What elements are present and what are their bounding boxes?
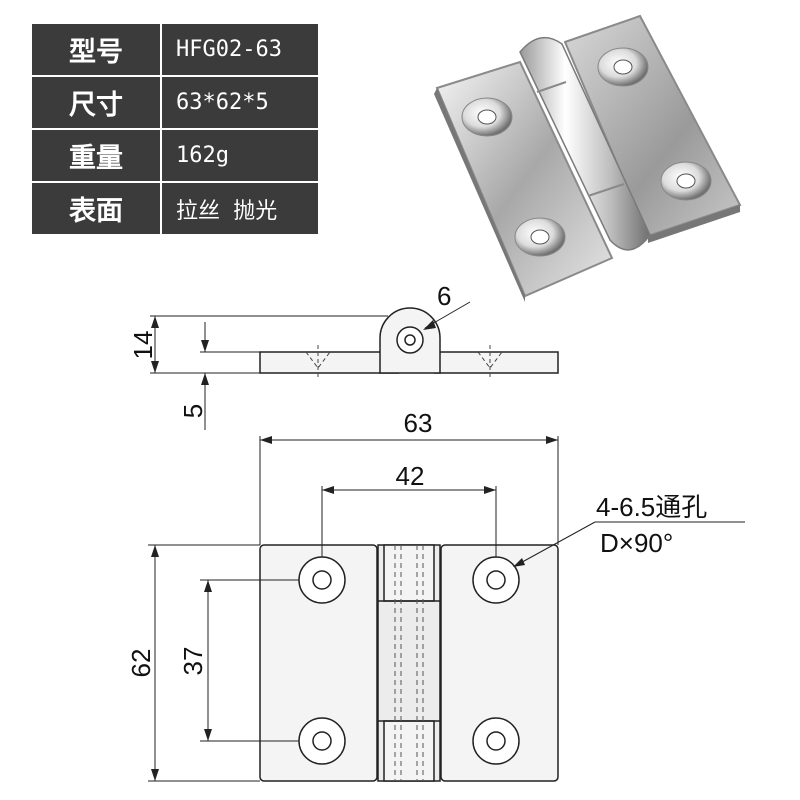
dim-pin-dia: 6 [437, 281, 451, 311]
spec-row-model: 型号 HFG02-63 [30, 22, 320, 77]
spec-row-size: 尺寸 63*62*5 [30, 75, 320, 130]
hole-note-line1: 4-6.5通孔 [596, 492, 707, 522]
spec-table: 型号 HFG02-63 尺寸 63*62*5 重量 162g 表面 拉丝 抛光 [30, 22, 320, 236]
spec-row-weight: 重量 162g [30, 128, 320, 183]
side-view [259, 307, 559, 378]
front-view-hidden-lines [394, 545, 424, 781]
side-dim-arrows [151, 316, 436, 385]
spec-label: 尺寸 [30, 75, 162, 130]
spec-label: 重量 [30, 128, 162, 183]
spec-row-finish: 表面 拉丝 抛光 [30, 181, 320, 236]
spec-value: HFG02-63 [160, 22, 320, 77]
spec-value: 63*62*5 [160, 75, 320, 130]
dim-height-total: 14 [128, 331, 158, 360]
dim-height: 62 [126, 649, 156, 678]
spec-value: 拉丝 抛光 [160, 181, 320, 236]
spec-label: 表面 [30, 181, 162, 236]
spec-label: 型号 [30, 22, 162, 77]
hole-note-line2: D×90° [600, 528, 673, 558]
dim-width: 63 [404, 408, 433, 438]
mounting-holes [298, 556, 520, 765]
front-view [259, 544, 559, 782]
dim-hole-pitch-v: 37 [178, 647, 208, 676]
hinge-photo [434, 14, 742, 302]
dim-hole-pitch-h: 42 [396, 461, 425, 491]
front-dimensions [148, 436, 745, 782]
dim-thickness: 5 [178, 404, 208, 418]
front-dim-arrows [151, 436, 558, 781]
spec-value: 162g [160, 128, 320, 183]
